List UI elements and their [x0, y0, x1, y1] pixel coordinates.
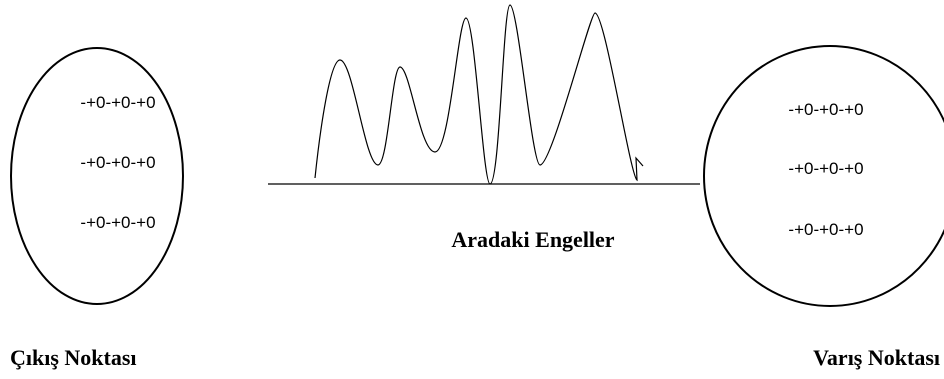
arrival-ellipse: [703, 45, 944, 307]
arrival-row-3: -+0-+0-+0: [788, 220, 863, 239]
obstacles-waveform: [314, 4, 644, 185]
obstacles-group: Aradaki Engeller: [268, 4, 700, 252]
arrival-row-2: -+0-+0-+0: [788, 159, 863, 178]
obstacles-label: Aradaki Engeller: [451, 227, 614, 252]
arrival-label: Varış Noktası: [813, 345, 940, 370]
arrival-row-1: -+0-+0-+0: [788, 100, 863, 119]
arrival-node: -+0-+0-+0 -+0-+0-+0 -+0-+0-+0: [703, 45, 944, 307]
departure-label: Çıkış Noktası: [10, 345, 137, 370]
departure-row-2: -+0-+0-+0: [80, 153, 155, 172]
departure-row-1: -+0-+0-+0: [80, 93, 155, 112]
departure-ellipse: [10, 47, 184, 305]
departure-row-3: -+0-+0-+0: [80, 213, 155, 232]
departure-node: -+0-+0-+0 -+0-+0-+0 -+0-+0-+0: [10, 47, 184, 305]
